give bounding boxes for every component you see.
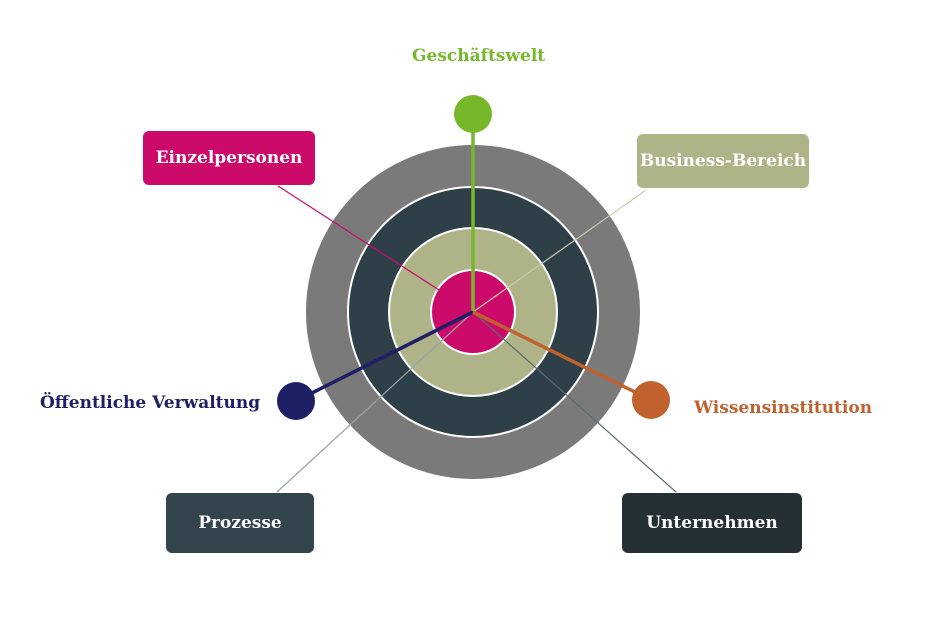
label-geschaeftswelt: Geschäftswelt xyxy=(412,46,546,66)
label-oeffentliche-verwaltung: Öffentliche Verwaltung xyxy=(40,393,261,413)
pin-wissensinstitution xyxy=(632,381,670,419)
connector-prozesse xyxy=(276,311,474,493)
box-einzelpersonen-label: Einzelpersonen xyxy=(155,148,303,168)
connector-einzelpersonen xyxy=(277,185,474,313)
box-einzelpersonen: Einzelpersonen xyxy=(143,131,315,185)
box-unternehmen: Unternehmen xyxy=(622,493,802,553)
box-business-bereich-label: Business-Bereich xyxy=(639,151,807,171)
connector-business-bereich xyxy=(472,189,647,313)
label-wissensinstitution: Wissensinstitution xyxy=(694,398,873,418)
box-unternehmen-label: Unternehmen xyxy=(646,513,778,533)
pin-line-wissensinstitution xyxy=(472,310,652,402)
box-prozesse: Prozesse xyxy=(166,493,314,553)
connector-unternehmen xyxy=(472,311,677,493)
box-business-bereich: Business-Bereich xyxy=(637,134,809,188)
pin-oeffentliche-verwaltung xyxy=(277,382,315,420)
pin-line-oeffentliche-verwaltung xyxy=(295,310,474,403)
box-prozesse-label: Prozesse xyxy=(198,513,282,533)
pin-geschaeftswelt xyxy=(454,95,492,133)
